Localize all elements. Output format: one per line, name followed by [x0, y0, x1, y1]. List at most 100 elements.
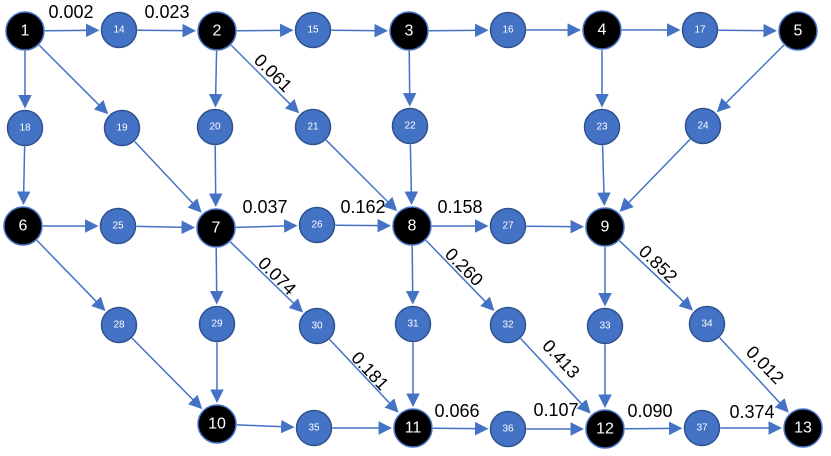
node-label-19: 19: [116, 123, 128, 134]
node-label-10: 10: [208, 416, 226, 433]
edge-label-9-34: 0.852: [635, 241, 681, 287]
graph-node-35: 35: [295, 409, 333, 447]
edge-label-14-2: 0.023: [144, 2, 189, 22]
edge-label-8-27: 0.158: [437, 197, 482, 217]
edge-28-10: [131, 337, 203, 410]
graph-node-34: 34: [688, 305, 726, 343]
edge-10-35: [236, 419, 295, 434]
graph-node-33: 33: [586, 307, 624, 345]
graph-node-26: 26: [298, 206, 336, 244]
node-label-26: 26: [311, 220, 323, 231]
edge-9-34: [618, 240, 693, 311]
edge-label-34-13: 0.012: [742, 342, 788, 388]
black-node-circle: [392, 206, 432, 246]
edge-label-7-30: 0.074: [254, 253, 300, 299]
node-label-32: 32: [502, 320, 514, 331]
edge-7-29: [209, 247, 224, 305]
node-label-15: 15: [307, 25, 319, 36]
graph-node-20: 20: [196, 108, 234, 146]
graph-node-1: 1: [5, 11, 45, 51]
blue-node-circle: [489, 11, 527, 49]
node-label-5: 5: [794, 23, 803, 40]
node-label-20: 20: [209, 122, 221, 133]
node-label-2: 2: [213, 23, 222, 40]
edges-layer: [16, 23, 789, 436]
edge-label-30-11: 0.181: [347, 348, 392, 395]
black-node-circle: [5, 11, 45, 51]
node-label-22: 22: [404, 121, 416, 132]
edge-1-19: [38, 44, 109, 115]
node-label-18: 18: [19, 123, 31, 134]
blue-node-circle: [100, 11, 138, 49]
edge-12-37: [624, 421, 683, 436]
node-label-7: 7: [212, 220, 221, 237]
edge-34-13: [718, 337, 789, 413]
graph-node-27: 27: [489, 207, 527, 245]
node-label-27: 27: [502, 221, 514, 232]
edge-25-7: [136, 220, 196, 235]
graph-node-16: 16: [489, 11, 527, 49]
edge-3-22: [402, 50, 417, 107]
node-label-36: 36: [502, 424, 514, 435]
graph-node-25: 25: [99, 207, 137, 245]
blue-node-circle: [391, 107, 429, 145]
graph-node-30: 30: [298, 307, 336, 345]
edge-24-9: [619, 138, 691, 212]
graph-node-11: 11: [393, 408, 433, 448]
graph-node-18: 18: [6, 109, 44, 147]
blue-node-circle: [100, 306, 138, 344]
graph-node-23: 23: [583, 108, 621, 146]
edge-label-26-8: 0.162: [340, 197, 385, 217]
node-label-23: 23: [596, 122, 608, 133]
node-label-30: 30: [311, 321, 323, 332]
blue-node-circle: [298, 206, 336, 244]
graph-node-6: 6: [3, 206, 43, 246]
edge-17-5: [718, 23, 778, 38]
edge-label-11-36: 0.066: [434, 401, 479, 421]
edge-14-2: [137, 23, 197, 38]
blue-node-circle: [394, 305, 432, 343]
blue-node-circle: [489, 306, 527, 344]
blue-node-circle: [294, 108, 332, 146]
node-label-4: 4: [598, 22, 607, 39]
blue-node-circle: [103, 109, 141, 147]
edge-7-26: [235, 219, 298, 233]
blue-node-circle: [683, 409, 721, 447]
blue-node-circle: [684, 107, 722, 145]
graph-node-14: 14: [100, 11, 138, 49]
edge-label-8-32: 0.260: [441, 244, 487, 290]
graph-node-3: 3: [389, 11, 429, 51]
edge-2-20: [208, 50, 223, 108]
graph-node-12: 12: [585, 409, 625, 449]
edge-19-7: [134, 140, 202, 213]
graph-node-21: 21: [294, 108, 332, 146]
node-label-6: 6: [19, 218, 28, 235]
blue-node-circle: [198, 305, 236, 343]
node-label-35: 35: [308, 423, 320, 434]
node-label-8: 8: [408, 218, 417, 235]
blue-node-circle: [688, 305, 726, 343]
blue-node-circle: [295, 409, 333, 447]
graph-node-5: 5: [778, 11, 818, 51]
black-node-circle: [3, 206, 43, 246]
edge-32-12: [520, 338, 591, 414]
graph-node-32: 32: [489, 306, 527, 344]
black-node-circle: [585, 409, 625, 449]
black-node-circle: [197, 404, 237, 444]
graph-node-9: 9: [585, 207, 625, 247]
graph-node-2: 2: [197, 11, 237, 51]
node-label-17: 17: [694, 25, 706, 36]
edge-11-36: [432, 421, 489, 436]
black-node-circle: [778, 11, 818, 51]
graph-node-37: 37: [683, 409, 721, 447]
edge-label-36-12: 0.107: [533, 400, 578, 420]
graph-node-22: 22: [391, 107, 429, 145]
edge-15-3: [331, 23, 389, 38]
black-node-circle: [196, 208, 236, 248]
edge-label-1-14: 0.002: [48, 2, 93, 22]
black-node-circle: [389, 11, 429, 51]
edge-label-32-12: 0.413: [538, 336, 583, 383]
node-label-12: 12: [596, 421, 614, 438]
